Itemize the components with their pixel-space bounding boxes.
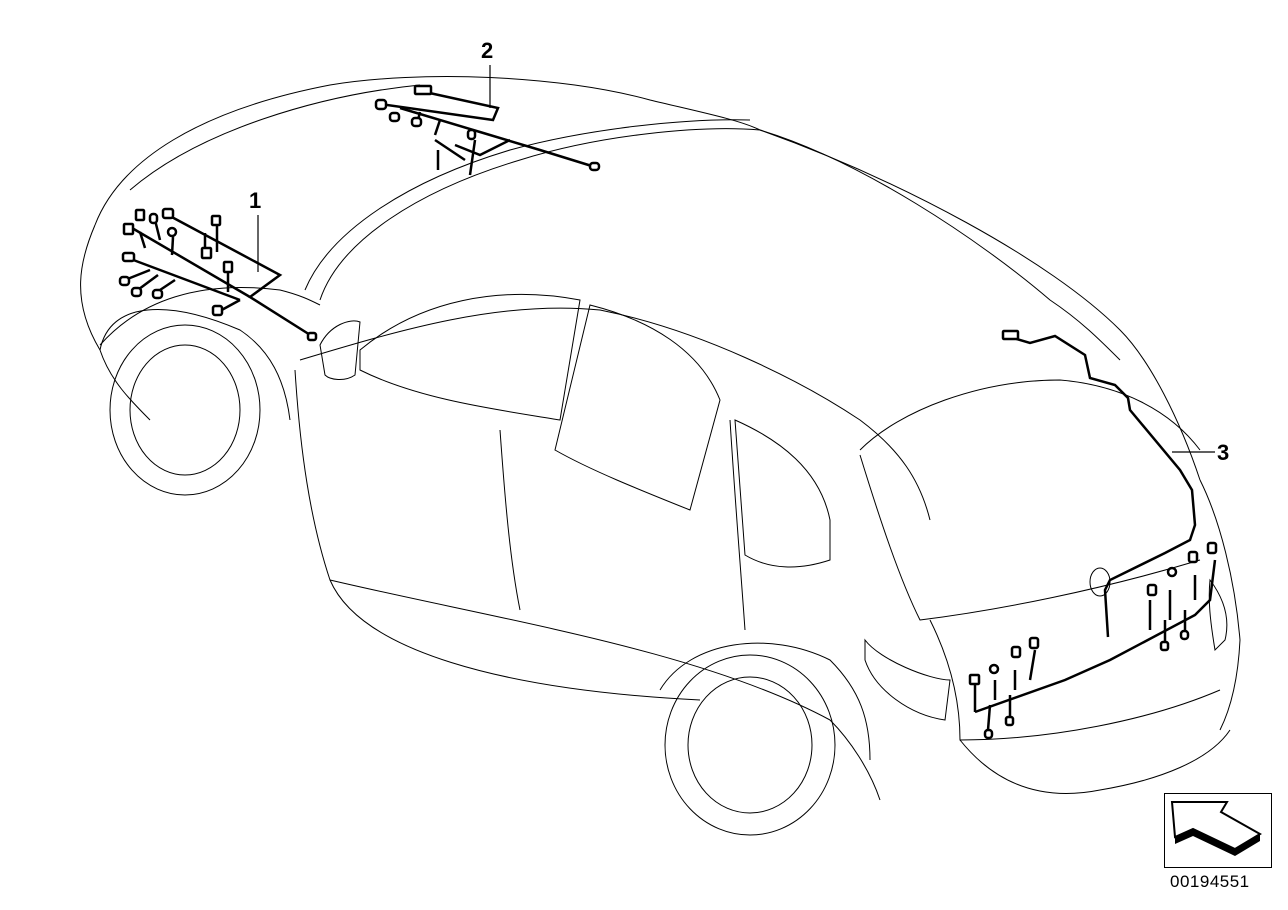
vehicle-body-outline xyxy=(80,76,1241,836)
harness-1 xyxy=(118,207,318,342)
arrow-forward-orientation-icon xyxy=(1170,801,1262,856)
callout-3[interactable]: 3 xyxy=(1217,440,1230,465)
harness-2 xyxy=(374,84,601,176)
orientation-box xyxy=(1164,793,1272,868)
leader-lines xyxy=(257,65,1215,453)
callout-1[interactable]: 1 xyxy=(249,188,262,213)
callout-2[interactable]: 2 xyxy=(481,38,494,63)
diagram-number: 00194551 xyxy=(1170,872,1250,891)
harness-3 xyxy=(968,329,1218,740)
